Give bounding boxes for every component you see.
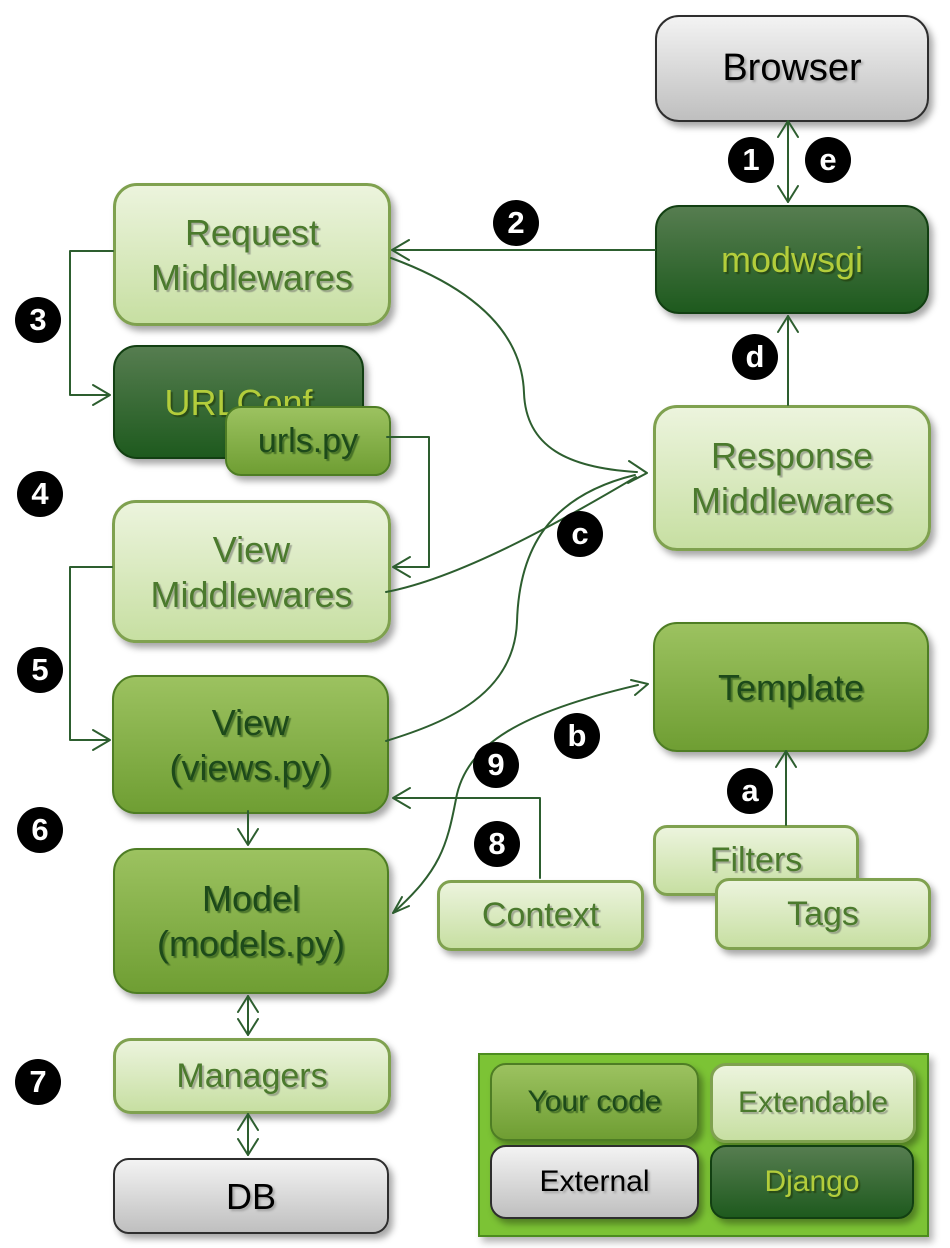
arrow-request-middlewares-urlconf	[69, 250, 114, 406]
step-c-badge: c	[557, 511, 603, 557]
step-6-badge: 6	[17, 807, 63, 853]
arrow-view-middlewares-view	[69, 566, 113, 751]
arrow-urlspy-view-middlewares	[386, 436, 430, 578]
step-2-badge: 2	[493, 200, 539, 246]
modwsgi-box: modwsgi	[655, 205, 929, 314]
curve-model-template	[392, 679, 649, 914]
managers-box: Managers	[113, 1038, 391, 1114]
step-3-badge: 3	[15, 297, 61, 343]
tags-box: Tags	[715, 878, 931, 950]
step-a-badge: a	[727, 768, 773, 814]
step-1-badge: 1	[728, 137, 774, 183]
curve-request-middlewares-response-middlewares	[390, 257, 638, 473]
step-7-badge: 7	[15, 1059, 61, 1105]
step-b-badge: b	[554, 713, 600, 759]
arrow-filters-template	[775, 750, 797, 826]
arrow-view-model	[237, 810, 259, 846]
step-e-badge: e	[805, 137, 851, 183]
urls-py-box: urls.py	[225, 406, 391, 476]
step-8-badge: 8	[474, 821, 520, 867]
legend-your-code: Your code	[490, 1063, 699, 1141]
arrow-browser-modwsgi	[777, 120, 799, 203]
view-middlewares-box: View Middlewares	[112, 500, 391, 643]
step-4-badge: 4	[17, 471, 63, 517]
arrow-model-managers	[237, 995, 259, 1036]
curve-view-response-middlewares	[385, 460, 648, 742]
step-d-badge: d	[732, 334, 778, 380]
template-box: Template	[653, 622, 929, 752]
legend-django: Django	[710, 1145, 914, 1219]
arrow-context-view	[392, 787, 541, 879]
legend-external: External	[490, 1145, 699, 1219]
arrow-response-middlewares-modwsgi	[777, 315, 799, 406]
model-box: Model (models.py)	[113, 848, 389, 994]
arrow-managers-db	[237, 1113, 259, 1156]
request-middlewares-box: Request Middlewares	[113, 183, 391, 326]
step-5-badge: 5	[17, 647, 63, 693]
db-box: DB	[113, 1158, 389, 1234]
response-middlewares-box: Response Middlewares	[653, 405, 931, 551]
view-box: View (views.py)	[112, 675, 389, 814]
legend-extendable: Extendable	[710, 1063, 916, 1143]
context-box: Context	[437, 880, 644, 951]
step-9-badge: 9	[473, 742, 519, 788]
browser-box: Browser	[655, 15, 929, 122]
